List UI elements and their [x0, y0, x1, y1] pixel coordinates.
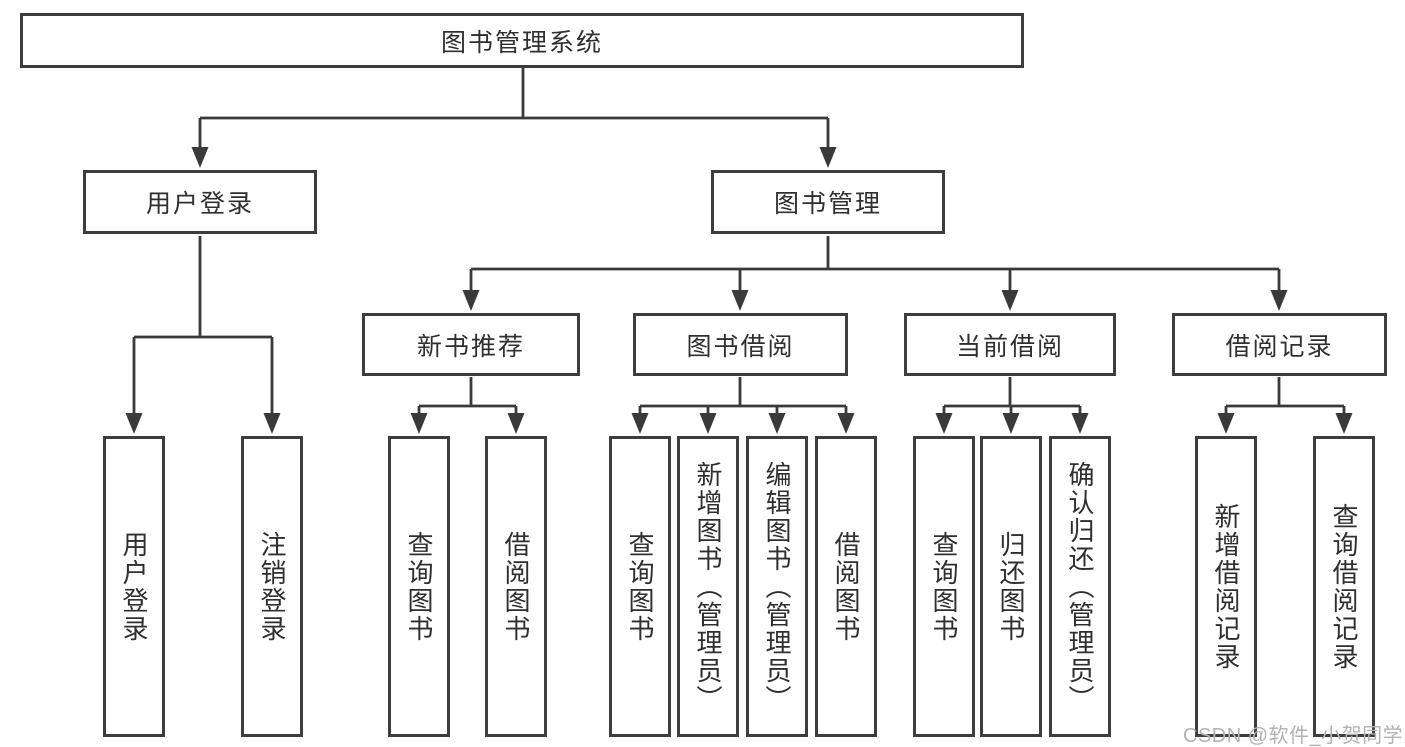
- node-current-borrowing: 当前借阅: [904, 313, 1116, 376]
- leaf-query-books-borrowing: 查询图书: [609, 436, 671, 737]
- arrowheads: [125, 147, 1353, 434]
- leaf-add-borrow-record: 新增借阅记录: [1195, 436, 1257, 737]
- leaf-query-borrow-record: 查询借阅记录: [1313, 436, 1375, 737]
- leaf-borrow-books-borrowing: 借阅图书: [815, 436, 877, 737]
- watermark-text: CSDN @软件_小贺同学: [1183, 725, 1404, 747]
- leaf-logout: 注销登录: [241, 436, 303, 737]
- connector-paths: [132, 66, 1346, 418]
- leaf-confirm-return-admin: 确认归还（管理员）: [1049, 436, 1111, 737]
- leaf-query-books-current: 查询图书: [913, 436, 975, 737]
- node-book-management: 图书管理: [711, 170, 945, 234]
- leaf-return-books: 归还图书: [980, 436, 1042, 737]
- leaf-query-books-recommend: 查询图书: [388, 436, 450, 737]
- node-user-login: 用户登录: [83, 170, 317, 234]
- leaf-add-book-admin: 新增图书（管理员）: [677, 436, 739, 737]
- node-borrowing-records: 借阅记录: [1172, 313, 1387, 376]
- leaf-borrow-books-recommend: 借阅图书: [485, 436, 547, 737]
- node-library-management-system: 图书管理系统: [20, 13, 1024, 68]
- node-new-book-recommendation: 新书推荐: [362, 313, 580, 376]
- leaf-user-login: 用户登录: [103, 436, 165, 737]
- node-book-borrowing: 图书借阅: [633, 313, 848, 376]
- leaf-edit-book-admin: 编辑图书（管理员）: [746, 436, 808, 737]
